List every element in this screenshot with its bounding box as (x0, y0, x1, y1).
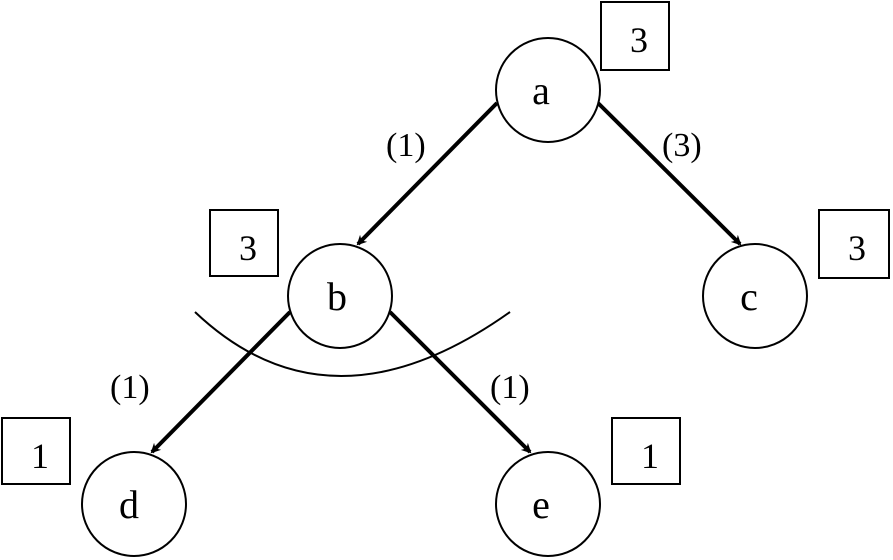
cut-curve (194, 311, 511, 377)
edge-b-e (388, 310, 532, 454)
score-d-value: 1 (31, 436, 49, 476)
score-box-a: 3 (600, 1, 670, 71)
edge-weight-b-e: (1) (490, 369, 530, 406)
edge-a-c (596, 101, 742, 246)
node-a: a (495, 37, 601, 143)
score-e-value: 1 (641, 436, 659, 476)
edge-weight-b-d: (1) (110, 369, 150, 406)
score-c-value: 3 (848, 228, 866, 268)
score-b-value: 3 (239, 228, 257, 268)
node-d: d (81, 451, 187, 557)
node-c-label: c (740, 274, 758, 319)
node-e-label: e (532, 482, 550, 527)
node-d-label: d (119, 482, 139, 527)
score-box-d: 1 (1, 417, 71, 485)
node-b-label: b (327, 274, 347, 319)
edge-weight-a-b: (1) (386, 127, 426, 164)
node-b: b (287, 243, 393, 349)
edge-b-d (150, 310, 292, 454)
node-c: c (702, 243, 808, 349)
node-a-label: a (532, 68, 550, 113)
edge-weight-a-c: (3) (662, 127, 702, 164)
edge-a-b (356, 101, 499, 246)
score-box-c: 3 (818, 209, 890, 279)
score-box-e: 1 (611, 417, 681, 485)
node-e: e (495, 451, 601, 557)
score-a-value: 3 (630, 20, 648, 60)
score-box-b: 3 (209, 209, 279, 277)
